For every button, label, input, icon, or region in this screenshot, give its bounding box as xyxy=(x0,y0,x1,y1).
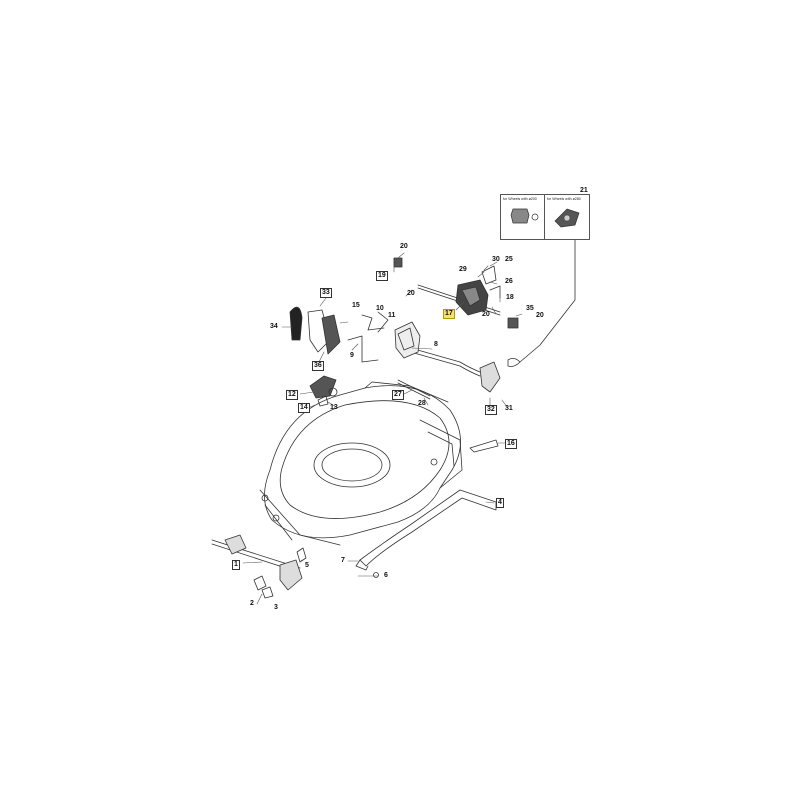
drive-cable xyxy=(507,239,576,367)
part-number-6: 6 xyxy=(384,572,388,579)
part-number-15: 15 xyxy=(352,302,360,309)
spring-rod xyxy=(397,379,431,400)
front-axle xyxy=(211,534,307,599)
part-number-18: 18 xyxy=(506,294,514,301)
part-number-11: 11 xyxy=(388,312,396,319)
part-number-1: 1 xyxy=(232,560,240,570)
lever-assembly xyxy=(289,306,341,355)
part-number-27: 27 xyxy=(392,390,404,400)
bushing-icon xyxy=(510,208,539,224)
part-number-20-top: 20 xyxy=(400,243,408,250)
part-number-30: 30 xyxy=(492,256,500,263)
part-number-29: 29 xyxy=(459,266,467,273)
inset-right-caption: for Wheels with ø280 xyxy=(547,197,581,201)
part-number-2: 2 xyxy=(250,600,254,607)
part-number-31: 31 xyxy=(505,405,513,412)
part-number-12: 12 xyxy=(286,390,298,400)
part-number-19: 19 xyxy=(376,271,388,281)
part-number-25: 25 xyxy=(505,256,513,263)
adjuster-cluster xyxy=(309,375,338,407)
mower-deck xyxy=(259,381,463,546)
part-number-17: 17 xyxy=(443,309,455,319)
part-number-35: 35 xyxy=(526,305,534,312)
part-number-34: 34 xyxy=(270,323,278,330)
part-number-28: 28 xyxy=(418,400,426,407)
lower-handle xyxy=(355,489,497,578)
part-number-20-mid: 20 xyxy=(482,311,490,318)
part-number-13: 13 xyxy=(330,404,338,411)
part-number-33: 33 xyxy=(320,288,332,298)
part-number-9: 9 xyxy=(350,352,354,359)
part-number-14: 14 xyxy=(298,403,310,413)
part-number-5: 5 xyxy=(305,562,309,569)
part-number-8: 8 xyxy=(434,341,438,348)
linkage-rods xyxy=(347,311,389,363)
part-number-7: 7 xyxy=(341,557,345,564)
part-number-10: 10 xyxy=(376,305,384,312)
part-number-20-right: 20 xyxy=(536,312,544,319)
wheel-gear-icon xyxy=(554,208,580,228)
part-number-36: 36 xyxy=(312,361,324,371)
inset-left-caption: for Wheels with ø200 xyxy=(503,197,537,201)
inset-left-panel: for Wheels with ø200 xyxy=(501,195,545,239)
part-number-3: 3 xyxy=(274,604,278,611)
part-number-4: 4 xyxy=(496,498,504,508)
part-number-26: 26 xyxy=(505,278,513,285)
bracket-16 xyxy=(469,439,499,453)
rear-axle xyxy=(394,321,501,393)
part-number-16: 16 xyxy=(505,439,517,449)
wheel-size-inset: for Wheels with ø200 for Wheels with ø28… xyxy=(500,194,590,240)
part-number-32: 32 xyxy=(485,405,497,415)
gearbox xyxy=(393,257,519,329)
part-number-21: 21 xyxy=(580,187,588,194)
part-number-20-left: 20 xyxy=(407,290,415,297)
inset-right-panel: for Wheels with ø280 xyxy=(545,195,588,239)
